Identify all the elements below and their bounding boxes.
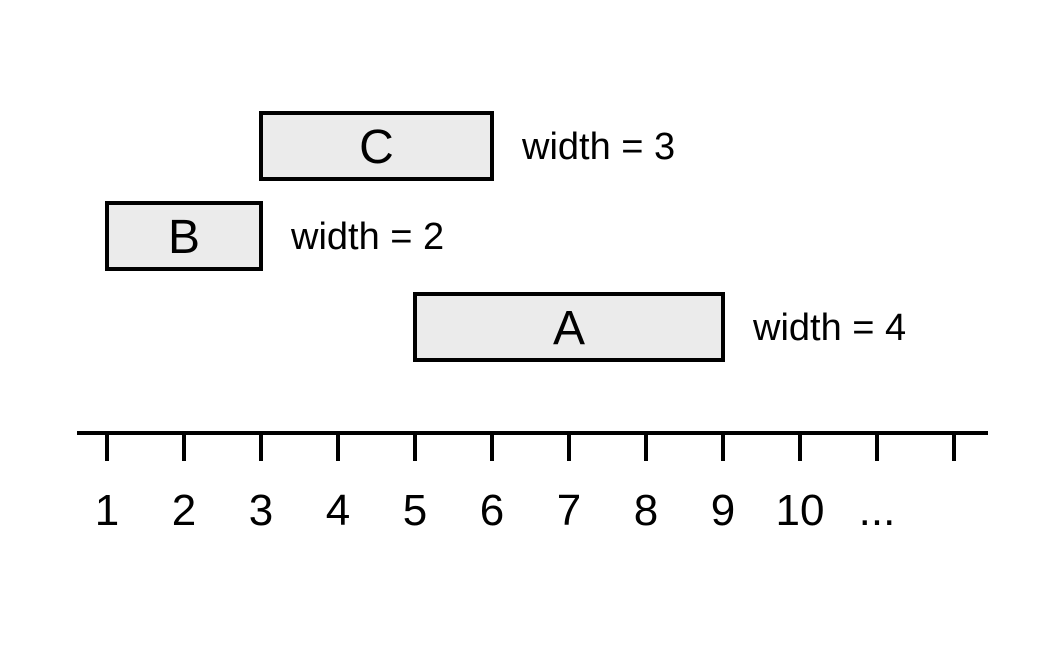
interval-box <box>259 111 494 181</box>
interval-name: B <box>168 211 200 264</box>
tick-label: ... <box>859 486 896 535</box>
number-axis: 1 2 3 4 5 6 7 8 9 10... <box>77 431 988 535</box>
tick-label: 9 <box>711 486 735 535</box>
tick-label: 1 <box>95 486 119 535</box>
tick-label: 8 <box>634 486 658 535</box>
interval-name: A <box>553 302 585 355</box>
tick-label: 3 <box>249 486 273 535</box>
interval-name: C <box>359 121 394 174</box>
interval-box <box>105 201 263 271</box>
tick-label: 6 <box>480 486 504 535</box>
tick-label: 10 <box>776 486 825 535</box>
tick-label: 4 <box>326 486 350 535</box>
interval-box <box>413 292 725 362</box>
tick-label: 7 <box>557 486 581 535</box>
tick-label: 2 <box>172 486 196 535</box>
width-label: width = 4 <box>752 307 906 349</box>
tick-label: 5 <box>403 486 427 535</box>
width-label: width = 2 <box>290 216 444 258</box>
width-label: width = 3 <box>521 126 675 168</box>
